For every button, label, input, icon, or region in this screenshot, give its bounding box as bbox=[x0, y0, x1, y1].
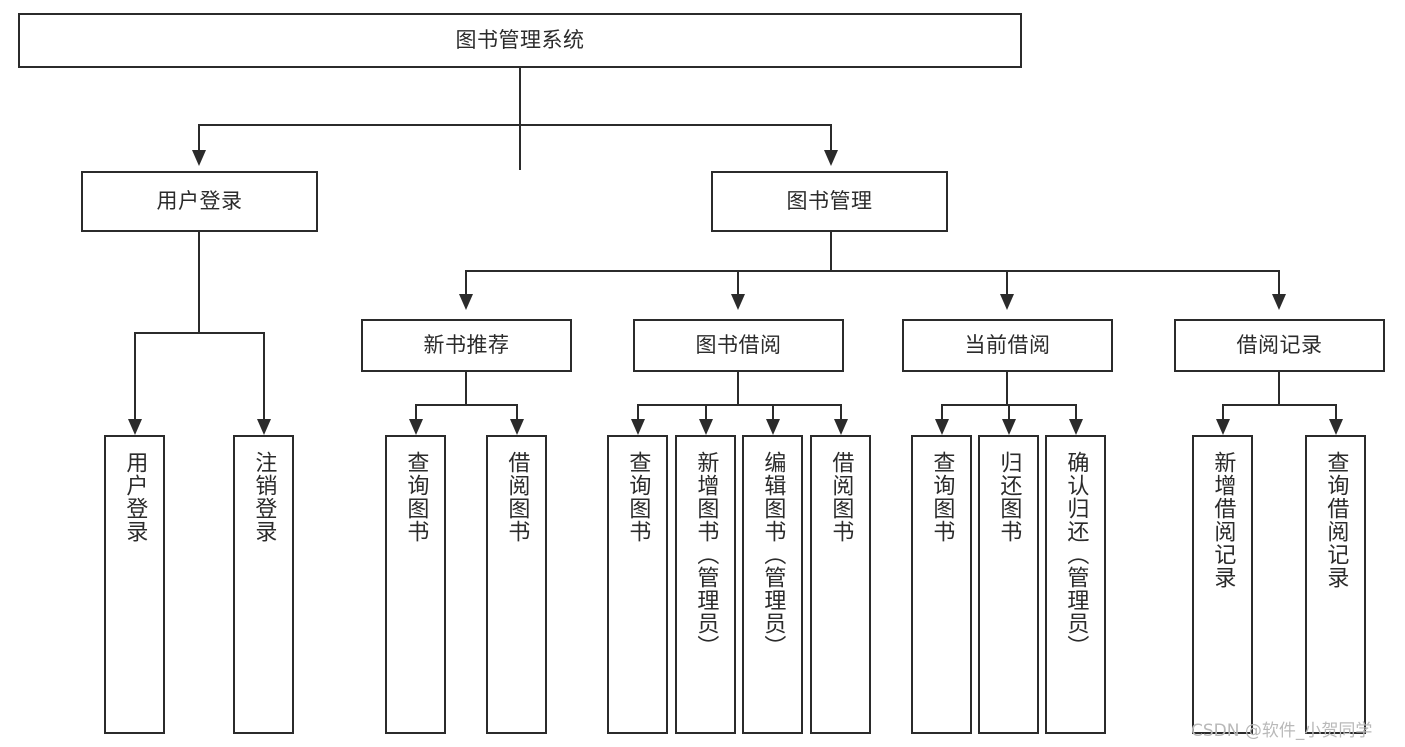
connector-root-stem bbox=[519, 68, 521, 170]
arrow-cb-child-1 bbox=[935, 419, 949, 435]
connector-new-book-bus bbox=[415, 404, 518, 406]
node-borrow-record[interactable]: 借阅记录 bbox=[1174, 319, 1385, 372]
connector-user-login-child-2 bbox=[263, 332, 265, 419]
arrow-cb-child-3 bbox=[1069, 419, 1083, 435]
node-new-book-recommend[interactable]: 新书推荐 bbox=[361, 319, 572, 372]
node-book-management[interactable]: 图书管理 bbox=[711, 171, 948, 232]
node-label: 确认归还（管理员） bbox=[1063, 451, 1089, 658]
connector-root-to-book-management bbox=[830, 124, 832, 150]
arrow-bb-child-3 bbox=[766, 419, 780, 435]
connector-current-borrow-stem bbox=[1006, 372, 1008, 405]
connector-book-management-bus bbox=[465, 270, 1280, 272]
leaf-cb-query-book[interactable]: 查询图书 bbox=[911, 435, 972, 734]
leaf-user-login[interactable]: 用户登录 bbox=[104, 435, 165, 734]
arrow-bm-to-book-borrow bbox=[731, 294, 745, 310]
connector-bb-child-3 bbox=[772, 404, 774, 419]
connector-borrow-record-stem bbox=[1278, 372, 1280, 405]
csdn-watermark: CSDN @软件_小贺同学 bbox=[1191, 721, 1373, 741]
connector-bm-to-new-book bbox=[465, 270, 467, 294]
connector-bm-to-book-borrow bbox=[737, 270, 739, 294]
leaf-cb-return-book[interactable]: 归还图书 bbox=[978, 435, 1039, 734]
arrow-br-child-1 bbox=[1216, 419, 1230, 435]
node-label: 用户登录 bbox=[122, 451, 148, 543]
node-label: 新增借阅记录 bbox=[1210, 451, 1236, 589]
arrow-bb-child-2 bbox=[699, 419, 713, 435]
node-label: 图书管理 bbox=[786, 189, 873, 214]
arrow-cb-child-2 bbox=[1002, 419, 1016, 435]
arrow-user-login-child-1 bbox=[128, 419, 142, 435]
node-label: 注销登录 bbox=[251, 451, 277, 543]
connector-new-book-stem bbox=[465, 372, 467, 405]
leaf-bb-edit-book-admin[interactable]: 编辑图书（管理员） bbox=[742, 435, 803, 734]
connector-user-login-child-1 bbox=[134, 332, 136, 419]
leaf-logout[interactable]: 注销登录 bbox=[233, 435, 294, 734]
arrow-user-login-child-2 bbox=[257, 419, 271, 435]
node-root-book-management-system[interactable]: 图书管理系统 bbox=[18, 13, 1022, 68]
node-label: 查询图书 bbox=[625, 451, 651, 543]
node-label: 当前借阅 bbox=[964, 333, 1051, 358]
leaf-nb-borrow-book[interactable]: 借阅图书 bbox=[486, 435, 547, 734]
node-label: 图书管理系统 bbox=[455, 28, 585, 53]
connector-book-management-stem bbox=[830, 232, 832, 271]
node-label: 图书借阅 bbox=[695, 333, 782, 358]
arrow-bb-child-4 bbox=[834, 419, 848, 435]
connector-root-to-user-login bbox=[198, 124, 200, 150]
node-label: 查询借阅记录 bbox=[1323, 451, 1349, 589]
node-current-borrow[interactable]: 当前借阅 bbox=[902, 319, 1113, 372]
connector-bb-child-4 bbox=[840, 404, 842, 419]
node-book-borrow[interactable]: 图书借阅 bbox=[633, 319, 844, 372]
connector-nb-child-2 bbox=[516, 404, 518, 419]
connector-cb-child-2 bbox=[1008, 404, 1010, 419]
node-label: 借阅记录 bbox=[1236, 333, 1323, 358]
node-label: 新增图书（管理员） bbox=[693, 451, 719, 658]
node-label: 借阅图书 bbox=[504, 451, 530, 543]
connector-book-borrow-bus bbox=[637, 404, 840, 406]
arrow-bm-to-new-book bbox=[459, 294, 473, 310]
connector-br-child-2 bbox=[1335, 404, 1337, 419]
leaf-br-query-record[interactable]: 查询借阅记录 bbox=[1305, 435, 1366, 734]
node-label: 归还图书 bbox=[996, 451, 1022, 543]
arrow-nb-child-1 bbox=[409, 419, 423, 435]
node-label: 用户登录 bbox=[156, 189, 243, 214]
connector-user-login-stem bbox=[198, 232, 200, 333]
connector-borrow-record-bus bbox=[1222, 404, 1337, 406]
arrow-to-book-management bbox=[824, 150, 838, 166]
leaf-nb-query-book[interactable]: 查询图书 bbox=[385, 435, 446, 734]
arrow-nb-child-2 bbox=[510, 419, 524, 435]
node-label: 新书推荐 bbox=[423, 333, 510, 358]
connector-bb-child-1 bbox=[637, 404, 639, 419]
arrow-to-user-login bbox=[192, 150, 206, 166]
connector-book-borrow-stem bbox=[737, 372, 739, 405]
connector-cb-child-1 bbox=[941, 404, 943, 419]
leaf-cb-confirm-return-admin[interactable]: 确认归还（管理员） bbox=[1045, 435, 1106, 734]
arrow-bm-to-borrow-record bbox=[1272, 294, 1286, 310]
leaf-bb-add-book-admin[interactable]: 新增图书（管理员） bbox=[675, 435, 736, 734]
arrow-bb-child-1 bbox=[631, 419, 645, 435]
connector-cb-child-3 bbox=[1075, 404, 1077, 419]
node-label: 借阅图书 bbox=[828, 451, 854, 543]
node-label: 编辑图书（管理员） bbox=[760, 451, 786, 658]
connector-bm-to-current-borrow bbox=[1006, 270, 1008, 294]
connector-bb-child-2 bbox=[705, 404, 707, 419]
node-user-login[interactable]: 用户登录 bbox=[81, 171, 318, 232]
connector-nb-child-1 bbox=[415, 404, 417, 419]
leaf-bb-query-book[interactable]: 查询图书 bbox=[607, 435, 668, 734]
arrow-bm-to-current-borrow bbox=[1000, 294, 1014, 310]
connector-root-bus bbox=[198, 124, 832, 126]
node-label: 查询图书 bbox=[403, 451, 429, 543]
connector-br-child-1 bbox=[1222, 404, 1224, 419]
leaf-bb-borrow-book[interactable]: 借阅图书 bbox=[810, 435, 871, 734]
node-label: 查询图书 bbox=[929, 451, 955, 543]
leaf-br-add-record[interactable]: 新增借阅记录 bbox=[1192, 435, 1253, 734]
connector-bm-to-borrow-record bbox=[1278, 270, 1280, 294]
arrow-br-child-2 bbox=[1329, 419, 1343, 435]
connector-user-login-bus bbox=[134, 332, 265, 334]
